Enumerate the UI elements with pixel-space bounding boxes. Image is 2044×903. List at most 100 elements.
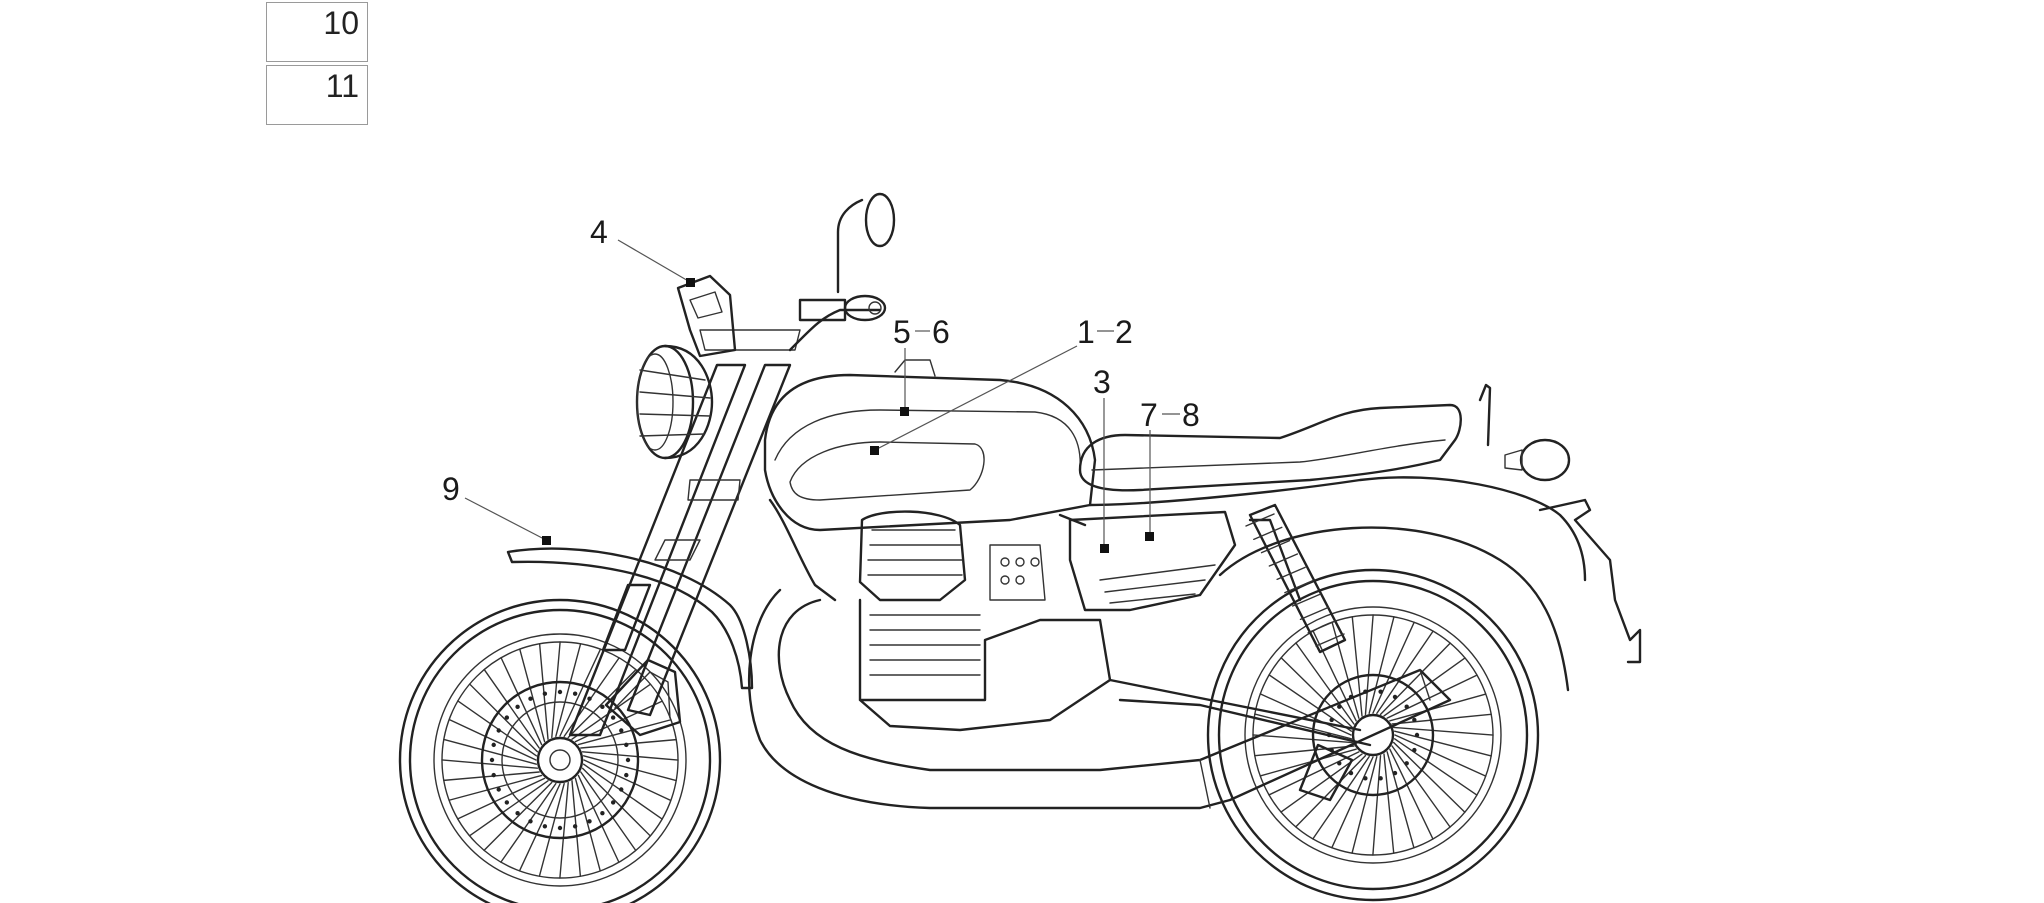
spoke [1295, 754, 1367, 828]
disc-hole [587, 819, 592, 824]
disc-hole [515, 704, 520, 710]
callout-2: 2 [1115, 314, 1133, 350]
spoke [1372, 754, 1382, 856]
handlebar [788, 192, 896, 352]
callout-8: 8 [1182, 397, 1200, 433]
spoke [1391, 745, 1451, 828]
disc-hole [557, 689, 563, 695]
disc-hole [542, 824, 548, 829]
spoke [551, 641, 561, 739]
spoke [519, 648, 546, 743]
spoke [1389, 748, 1434, 840]
spoke [571, 683, 652, 740]
spoke [1259, 693, 1352, 736]
callout-3: 3 [1093, 364, 1111, 400]
spoke [443, 738, 538, 765]
spoke [1376, 630, 1434, 715]
spoke [1351, 616, 1363, 717]
spoke [1295, 642, 1355, 725]
callout-9: 9 [442, 471, 460, 507]
spoke [581, 751, 679, 761]
spoke [577, 774, 620, 863]
legend-label-10: 10 [323, 5, 359, 41]
spoke [1254, 713, 1353, 740]
spoke [457, 777, 546, 820]
spoke [1394, 734, 1487, 777]
spoke [1331, 756, 1374, 849]
mirror-icon [864, 192, 896, 248]
spoke [1386, 674, 1478, 719]
spoke [574, 777, 601, 872]
spoke [1252, 734, 1354, 744]
instrument-cluster [676, 274, 737, 358]
spoke [1331, 621, 1360, 719]
callout-4: 4 [590, 214, 608, 250]
seat [1078, 383, 1587, 582]
side-cover [1068, 510, 1237, 612]
engine [858, 510, 1112, 732]
marker-4 [686, 278, 695, 287]
disc-hole [600, 704, 605, 710]
disc-hole [542, 691, 548, 696]
spoke [577, 719, 672, 746]
disc-hole [1337, 761, 1342, 766]
spoke [559, 648, 602, 737]
marker-3 [1100, 544, 1109, 553]
spoke [580, 771, 637, 852]
disc-hole [1414, 732, 1420, 738]
spoke [457, 700, 538, 757]
spoke [1280, 753, 1363, 813]
front-brake-disc [480, 680, 640, 840]
spoke [1386, 751, 1415, 849]
marker-5-6 [900, 407, 909, 416]
spoke [448, 718, 537, 761]
disc-hole [624, 742, 629, 748]
spoke [583, 759, 672, 802]
fuel-tank [763, 359, 1097, 532]
disc-hole [496, 787, 501, 792]
disc-hole [610, 715, 616, 720]
disc-hole [528, 819, 533, 824]
rear-brake-disc [1311, 673, 1435, 797]
callout-5: 5 [893, 314, 911, 350]
spoke [1268, 674, 1353, 732]
spoke [483, 781, 553, 852]
spoke [441, 759, 539, 769]
disc-hole [610, 800, 616, 805]
spoke [1392, 726, 1494, 736]
disc-hole [1404, 761, 1409, 766]
callout-1: 1 [1077, 314, 1095, 350]
spoke [1391, 713, 1492, 725]
callout-labels: 4 5 6 1 2 3 7 8 9 [442, 214, 1200, 507]
markers [542, 278, 1154, 553]
spoke [559, 781, 569, 879]
spoke [1392, 741, 1466, 813]
front-fork [568, 329, 801, 737]
spoke [1368, 616, 1395, 715]
spoke [1364, 614, 1374, 716]
disc-hole [619, 728, 624, 733]
spoke [538, 643, 549, 740]
disc-hole [625, 757, 631, 763]
spoke [581, 767, 652, 837]
spoke [1393, 738, 1478, 796]
spoke [563, 657, 620, 738]
disc-hole [504, 800, 510, 805]
spoke [500, 657, 543, 746]
spoke [567, 668, 637, 739]
spoke [443, 771, 540, 782]
rear-fender [1218, 526, 1570, 692]
disc-hole [1404, 704, 1409, 709]
disc-hole [528, 696, 533, 701]
spoke [1383, 657, 1466, 717]
tail-light [1504, 438, 1571, 482]
leader-lines [464, 239, 1180, 548]
legend-box-11: 11 [266, 65, 368, 125]
spoke [1351, 755, 1378, 854]
disc-hole [1392, 770, 1398, 776]
disc-hole [515, 810, 520, 816]
rear-wheel [1206, 568, 1540, 902]
disc-hole [1348, 770, 1354, 776]
disc-hole [496, 728, 501, 733]
